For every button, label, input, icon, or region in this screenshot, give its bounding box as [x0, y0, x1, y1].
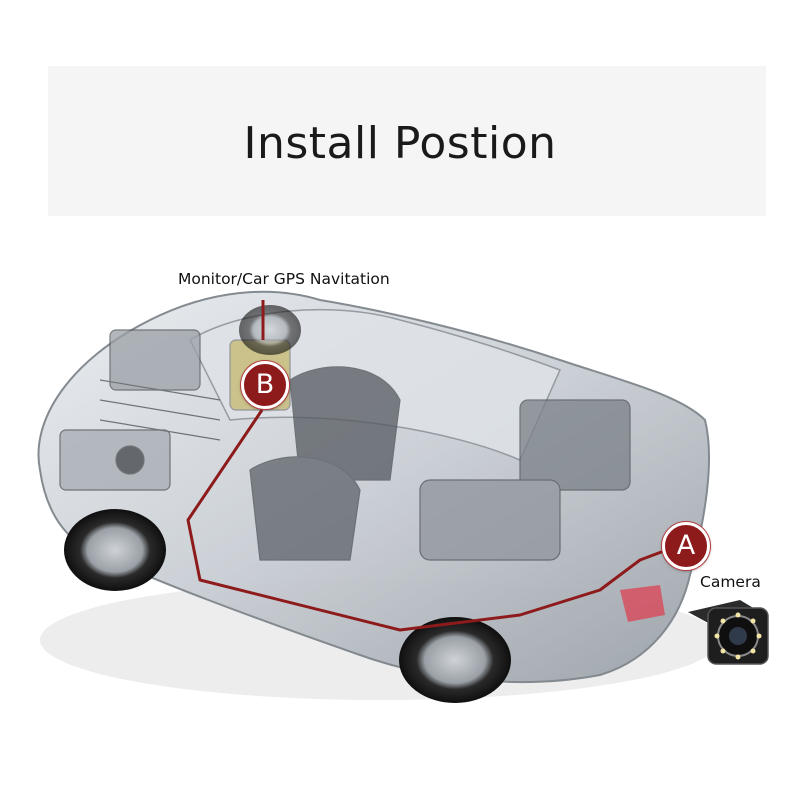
camera-label: Camera [700, 573, 761, 591]
marker-a: A [662, 522, 710, 570]
monitor-label: Monitor/Car GPS Navitation [178, 270, 390, 288]
title-panel [48, 66, 766, 216]
marker-b: B [241, 361, 289, 409]
rear-camera-icon [688, 600, 769, 665]
page-title: Install Postion [243, 118, 557, 169]
